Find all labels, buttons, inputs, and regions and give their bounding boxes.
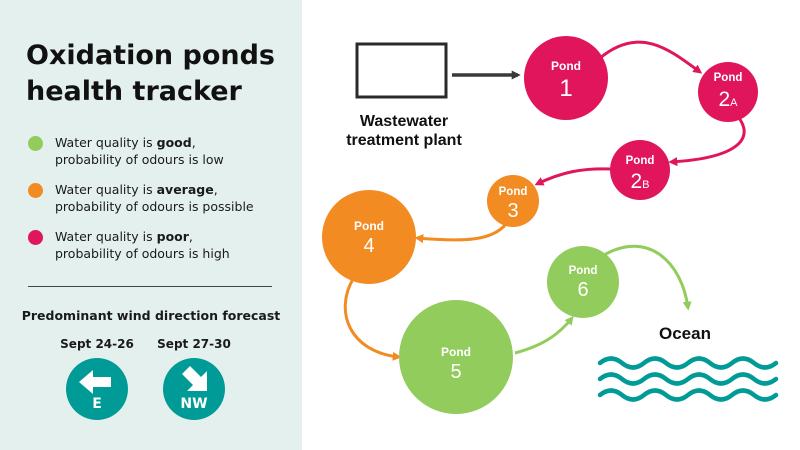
legend-dot-good (28, 136, 43, 151)
arrow-pond3-to-pond4 (414, 222, 508, 244)
legend-prefix: Water quality is (55, 229, 157, 244)
divider (28, 286, 272, 287)
plant-label-line-2: treatment plant (346, 132, 462, 149)
title-line-1: Oxidation ponds (26, 40, 275, 71)
pond-number: 2A (718, 88, 738, 111)
wind-direction-1: E (92, 396, 102, 412)
legend-text-average: Water quality is average, probability of… (55, 181, 300, 215)
legend-status-word: good (156, 135, 192, 150)
pond-label: Pond (714, 72, 743, 84)
wind-date-1: Sept 24-26 (60, 337, 134, 351)
legend-status-word: poor (156, 229, 189, 244)
arrow-left-icon (79, 370, 111, 394)
sidebar-panel: Oxidation ponds health tracker Water qua… (0, 0, 302, 450)
arrow-pond2b-to-pond3 (534, 167, 612, 186)
wind-badge-1: E (66, 358, 128, 420)
pond-number: 5 (450, 361, 461, 383)
pond-5: Pond 5 (399, 300, 513, 414)
ocean-waves-icon (597, 356, 779, 402)
arrow-pond5-to-pond6 (514, 315, 574, 355)
legend-prefix: Water quality is (55, 135, 157, 150)
wind-badge-2: NW (163, 358, 225, 420)
legend-odour-text: probability of odours is low (55, 152, 224, 167)
pond-circle (399, 300, 513, 414)
legend-suffix: , (191, 135, 196, 150)
pond-label: Pond (499, 186, 528, 198)
pond-circle (698, 62, 758, 122)
pond-circle (547, 246, 619, 318)
pond-label: Pond (569, 265, 598, 277)
page-title: Oxidation ponds health tracker (26, 38, 296, 110)
pond-label: Pond (551, 59, 581, 73)
arrow-pond6-to-ocean (603, 244, 692, 311)
legend-dot-average (28, 183, 43, 198)
arrow-pond2a-to-pond2b (668, 111, 746, 167)
legend-status-word: average (156, 182, 214, 197)
legend-suffix: , (213, 182, 218, 197)
pond-number: 2B (630, 170, 649, 193)
pond-label: Pond (354, 219, 384, 233)
legend-prefix: Water quality is (55, 182, 157, 197)
pond-2a: Pond 2A (698, 62, 758, 122)
pond-2b: Pond 2B (610, 140, 670, 200)
arrow-pond4-to-pond5 (343, 278, 402, 361)
pond-number: 6 (577, 279, 588, 301)
pond-4: Pond 4 (322, 190, 416, 284)
title-line-2: health tracker (26, 76, 242, 107)
pond-number: 4 (363, 235, 374, 257)
arrow-pond1-to-pond2a (599, 40, 703, 74)
pond-number: 3 (507, 200, 518, 222)
pond-3: Pond 3 (487, 175, 539, 227)
legend-text-poor: Water quality is poor, probability of od… (55, 228, 300, 262)
wind-date-2: Sept 27-30 (157, 337, 231, 351)
pond-circle (487, 175, 539, 227)
pond-circle (322, 190, 416, 284)
treatment-plant-box (355, 42, 448, 99)
ocean-label: Ocean (659, 324, 711, 343)
pond-1: Pond 1 (524, 36, 608, 120)
legend-odour-text: probability of odours is possible (55, 199, 254, 214)
legend-suffix: , (188, 229, 193, 244)
plant-label-line-1: Wastewater (360, 113, 448, 130)
pond-circle (524, 36, 608, 120)
legend-text-good: Water quality is good, probability of od… (55, 134, 300, 168)
pond-6: Pond 6 (547, 246, 619, 318)
pond-label: Pond (626, 155, 655, 167)
wind-forecast-title: Predominant wind direction forecast (21, 308, 281, 323)
pond-circle (610, 140, 670, 200)
legend-dot-poor (28, 230, 43, 245)
wind-direction-2: NW (180, 396, 208, 412)
pond-label: Pond (441, 345, 471, 359)
arrow-down-right-icon (182, 366, 207, 391)
legend-odour-text: probability of odours is high (55, 246, 230, 261)
pond-number: 1 (559, 75, 572, 102)
